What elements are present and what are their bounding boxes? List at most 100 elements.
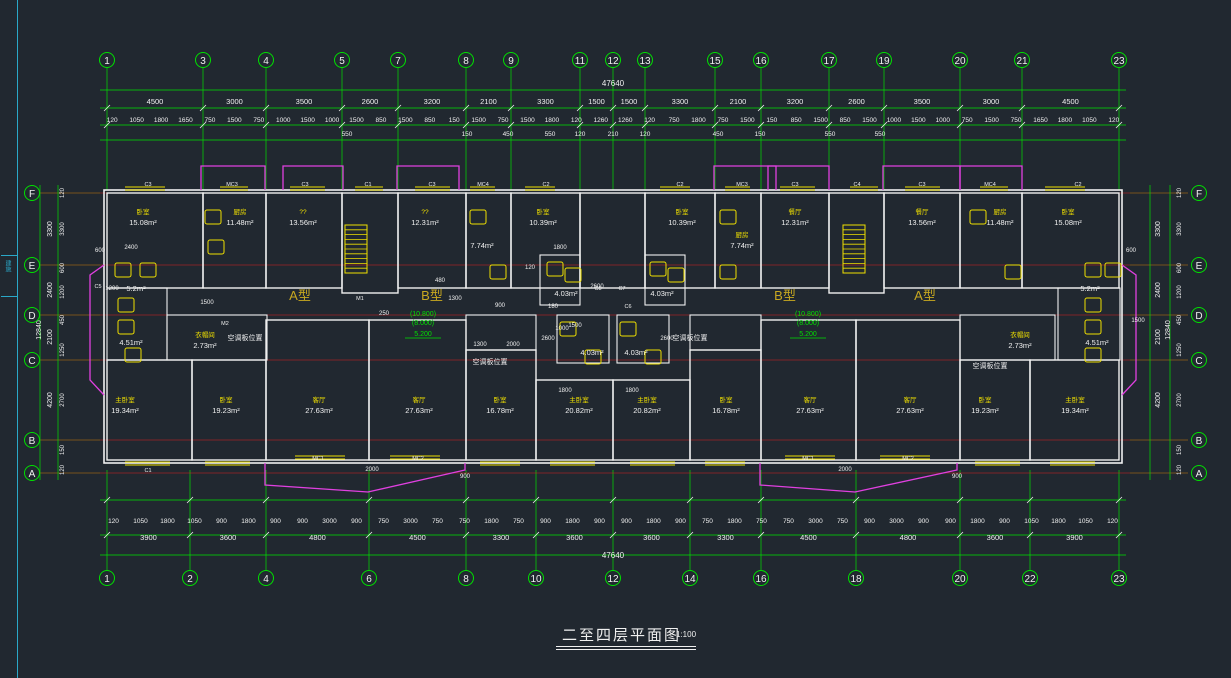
dim-tick [609,121,617,129]
dim-bottom-row1: 1050 [1024,518,1039,525]
axis-bubble-left-E-circle [24,257,40,273]
dim-tick [462,531,470,539]
room-area-25: 27.63m² [405,406,433,415]
axis-bubble-left-D-circle [24,307,40,323]
dim-tick [686,496,694,504]
dim-bottom-row2: 3600 [566,533,583,542]
dim-tick [825,121,833,129]
upper-room-12 [883,192,961,289]
axis-bubble-top-19-circle [876,52,892,68]
room-name-11: 卧室 [1062,207,1076,216]
axis-bubble-left-F-label: F [29,189,35,200]
misc-dim-18: 2600 [541,336,555,342]
axis-bubble-top-7-label: 7 [395,56,401,67]
dim-left-inner: 600 [60,262,66,273]
dim-tick [103,531,111,539]
dim-left-mid: 2100 [47,329,54,345]
axis-bubble-top-4-circle [258,52,274,68]
axis-bubble-bottom-14-label: 14 [684,574,696,585]
dim-top-row2: 1000 [936,117,951,124]
fixture-24 [619,321,637,337]
dim-tick [186,496,194,504]
dim-tick [1115,104,1123,112]
balcony-top-2 [282,165,344,190]
axis-bubble-left-B-circle [24,432,40,448]
upper-room-6 [510,192,581,289]
dim-right-inner: 3300 [1177,222,1183,236]
dim-bottom-row1: 900 [351,518,362,525]
dim-tick [956,531,964,539]
dim-tick [262,496,270,504]
axis-bubble-right-B-circle [1191,432,1207,448]
dim-top-row2: 750 [717,117,728,124]
dim-tick [880,121,888,129]
title-underline [556,646,696,647]
room-name-28: 主卧室 [637,395,657,404]
balcony-top-5 [767,165,830,190]
axis-bubble-top-13-label: 13 [639,56,651,67]
room-name-20: 衣帽间 [1010,330,1030,339]
dim-left-inner: 3300 [60,222,66,236]
window-code-12: MC4 [984,182,996,188]
dim-top-row2: 120 [1108,117,1119,124]
room-name-29: 卧室 [720,395,734,404]
dim-right-inner: 1200 [1177,285,1183,299]
room-name-8: 餐厅 [789,207,803,216]
dim-bottom-row2: 4500 [800,533,817,542]
dim-bottom-row1: 3000 [322,518,337,525]
axis-bubble-top-23-label: 23 [1113,56,1125,67]
dim-right-inner: 600 [1177,262,1183,273]
dim-tick [394,104,402,112]
dim-tick [365,496,373,504]
axis-bubble-bottom-2-circle [182,570,198,586]
upper-room-0 [106,192,204,289]
dim-bottom-row1: 900 [216,518,227,525]
sidebar-text: 建施 [4,260,10,272]
dim-top-row2: 1500 [911,117,926,124]
dim-left-inner: 2700 [60,393,66,407]
dim-top-row2: 1500 [471,117,486,124]
axis-bubble-right-A-circle [1191,465,1207,481]
axis-bubble-bottom-14-circle [682,570,698,586]
window-code-0: C3 [144,182,151,188]
dim-tick [103,121,111,129]
axis-bubble-bottom-8-label: 8 [463,574,469,585]
axis-bubble-top-11-label: 11 [575,56,586,67]
dim-top-row2: 1260 [618,117,633,124]
fixture-10 [649,261,667,277]
misc-dim-4: 2000 [506,342,520,348]
dim-top-row2: 1800 [154,117,169,124]
room-name-2: ?? [299,209,307,216]
dim-bottom-row1: 3000 [403,518,418,525]
axis-bubble-left-B-label: B [29,436,36,447]
dim-tick [686,531,694,539]
upper-room-8 [644,192,716,289]
room-area-28: 20.82m² [633,406,661,415]
dim-top-row3: 120 [575,131,586,138]
axis-bubble-top-8-circle [458,52,474,68]
window-code-4: C3 [428,182,435,188]
window-code-11: C3 [918,182,925,188]
fixture-15 [1004,264,1022,280]
misc-dim-3: 900 [495,303,506,309]
dim-left-inner: 450 [60,314,66,325]
room-area-22: 19.34m² [111,406,139,415]
unit-type-2: B型 [774,288,796,303]
room-area-20: 2.73m² [1008,341,1032,350]
dim-top-row2: 750 [1011,117,1022,124]
dim-top-row1: 3200 [787,97,804,106]
dim-top-row2: 1260 [594,117,609,124]
balcony-bottom-right [759,463,958,493]
dim-top-row1: 2100 [480,97,497,106]
drawing-frame-border [0,0,18,678]
upper-room-4 [397,192,467,289]
window-code-19: C5 [94,284,101,290]
room-name-32: 卧室 [979,395,993,404]
dim-top-row2: 120 [644,117,655,124]
dim-top-row2: 1500 [520,117,535,124]
dim-top-row2: 1500 [740,117,755,124]
dim-bottom-row1: 900 [945,518,956,525]
dim-top-row1: 4500 [147,97,164,106]
elevation-2-0: (8.000) [412,320,434,327]
mid-room-4 [465,314,537,351]
